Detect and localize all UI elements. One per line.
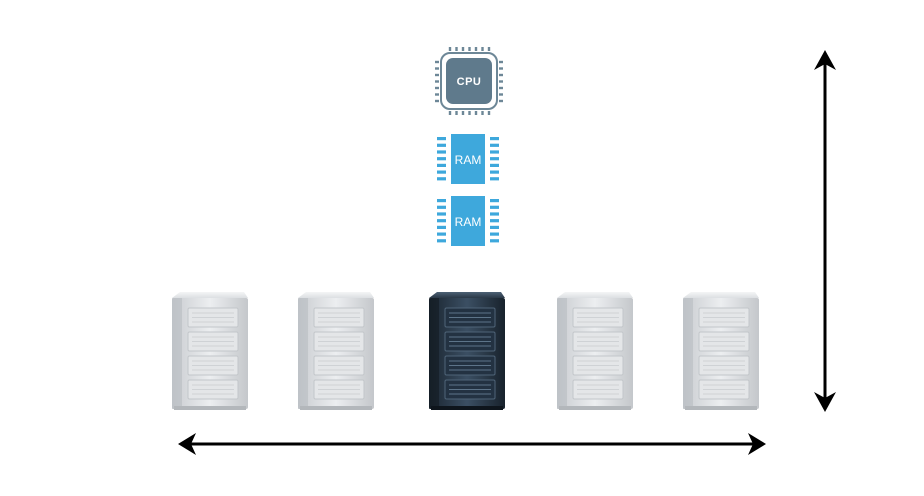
ram-module-icon: RAM <box>437 134 499 184</box>
ram-label: RAM <box>455 153 482 167</box>
cpu-chip-icon: CPU <box>435 47 503 115</box>
ram-label: RAM <box>455 215 482 229</box>
server-rack-icon <box>298 292 374 410</box>
ram-module-icon: RAM <box>437 196 499 246</box>
server-row <box>172 292 759 410</box>
server-rack-icon <box>683 292 759 410</box>
horizontal-scaling-arrow <box>178 433 766 455</box>
cpu-label: CPU <box>457 76 482 88</box>
server-rack-icon <box>172 292 248 410</box>
server-rack-icon <box>557 292 633 410</box>
vertical-scaling-arrow <box>814 50 836 412</box>
ram-modules: RAM RAM <box>437 134 499 246</box>
server-rack-icon <box>429 292 505 410</box>
